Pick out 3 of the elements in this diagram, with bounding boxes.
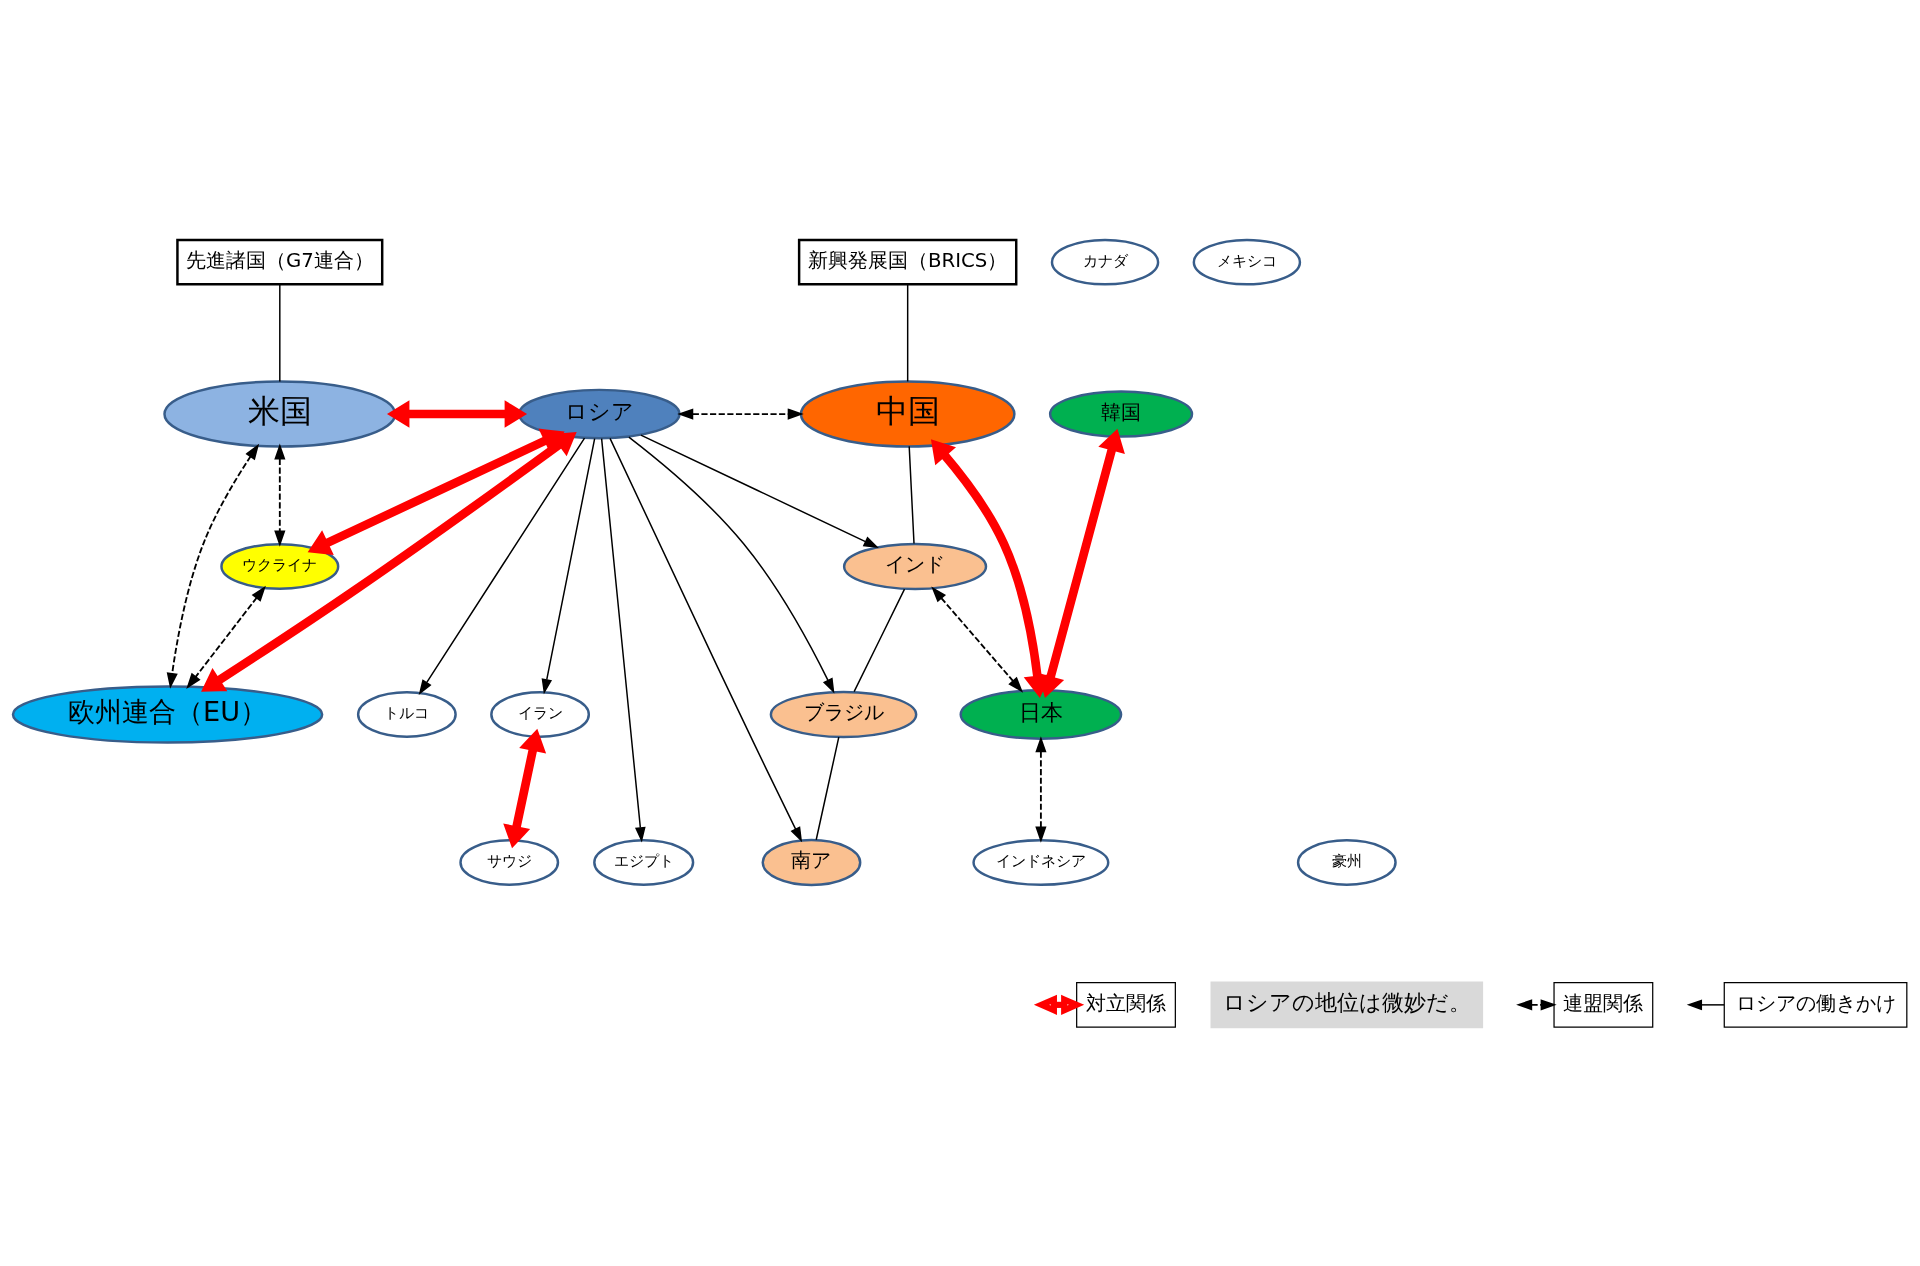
legend-label: 連盟関係 (1563, 991, 1644, 1015)
legend-label: 対立関係 (1086, 991, 1167, 1015)
legend-label: ロシアの働きかけ (1735, 991, 1896, 1015)
